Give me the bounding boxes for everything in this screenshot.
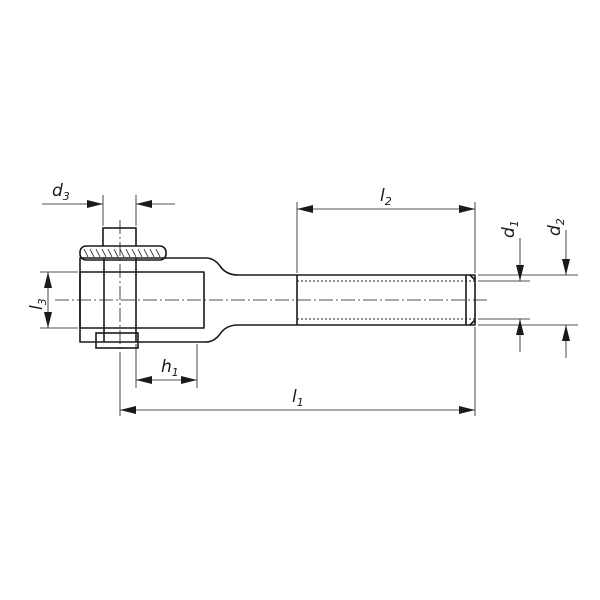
dimension-l3: l3 bbox=[27, 271, 78, 329]
clevis-part bbox=[79, 227, 476, 349]
fork-body-outline bbox=[79, 257, 476, 343]
label-d2: d2 bbox=[545, 218, 567, 236]
dimension-l2: l2 bbox=[296, 186, 476, 273]
center-lines bbox=[55, 220, 490, 360]
dimension-h1: h1 bbox=[135, 344, 198, 388]
retaining-clip bbox=[79, 245, 167, 261]
label-l1: l1 bbox=[292, 387, 304, 409]
fork-slot bbox=[79, 271, 205, 329]
pin-bottom-end bbox=[95, 332, 139, 349]
label-l3: l3 bbox=[27, 298, 49, 310]
chamfer-top bbox=[469, 274, 476, 281]
label-d1: d1 bbox=[499, 220, 521, 238]
label-h1: h1 bbox=[161, 357, 179, 379]
dimension-d3: d3 bbox=[42, 181, 175, 226]
dimension-l1: l1 bbox=[119, 327, 476, 416]
pin-head-top bbox=[102, 227, 137, 249]
label-l2: l2 bbox=[380, 186, 392, 208]
dimension-d1: d1 bbox=[478, 220, 530, 352]
chamfer-bottom bbox=[469, 319, 476, 326]
dimensions: d3 l2 d1 d2 bbox=[27, 181, 578, 416]
label-d3: d3 bbox=[52, 181, 70, 203]
dimension-d2: d2 bbox=[478, 218, 578, 358]
